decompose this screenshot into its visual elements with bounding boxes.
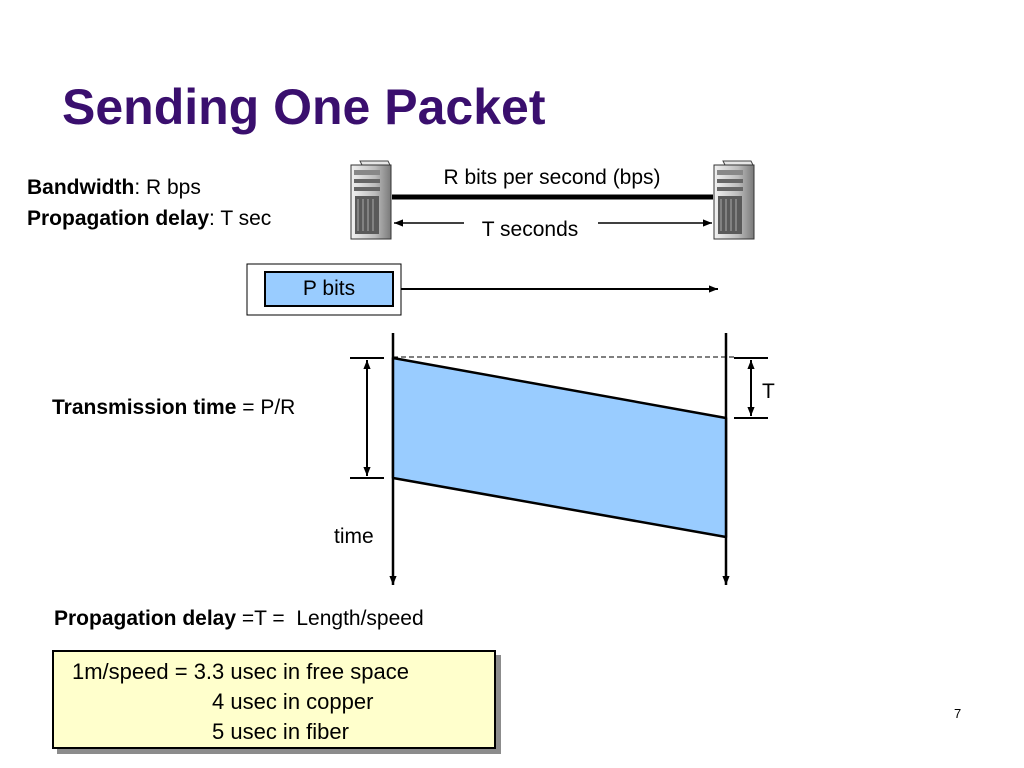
bandwidth-label: Bandwidth [27,176,135,199]
propagation-value: : T sec [209,207,272,230]
speed-note-line: 4 usec in copper [212,689,374,714]
speed-note-line: 1m/speed = 3.3 usec in free space [72,659,409,684]
bandwidth-text: Bandwidth: R bps [27,176,201,200]
propagation-formula-text: Propagation delay =T = Length/speed [54,607,424,631]
delay-label: T seconds [482,218,579,241]
page-number: 7 [954,706,962,721]
propagation-label: Propagation delay [27,207,210,230]
transmission-time-text: Transmission time = P/R [52,396,295,420]
server-right-icon [713,160,755,240]
propagation-text: Propagation delay: T sec [27,207,271,231]
bandwidth-value: : R bps [134,176,201,199]
slide-title: Sending One Packet [62,79,546,135]
transmission-time-label: Transmission time [52,396,237,419]
transmission-time-value: = P/R [236,396,296,419]
server-left-icon [350,160,392,240]
packet-propagation-band [391,356,728,539]
link-rate-label: R bits per second (bps) [443,166,660,189]
packet-box: P bits [264,271,394,307]
speed-note-box: 1m/speed = 3.3 usec in free space 4 usec… [52,650,496,749]
packet-label: P bits [302,277,356,300]
propagation-formula-value: =T = Length/speed [236,607,424,630]
propagation-formula-label: Propagation delay [54,607,237,630]
speed-note-line: 5 usec in fiber [212,719,349,744]
time-label: time [334,525,374,548]
t-label: T [762,380,775,403]
